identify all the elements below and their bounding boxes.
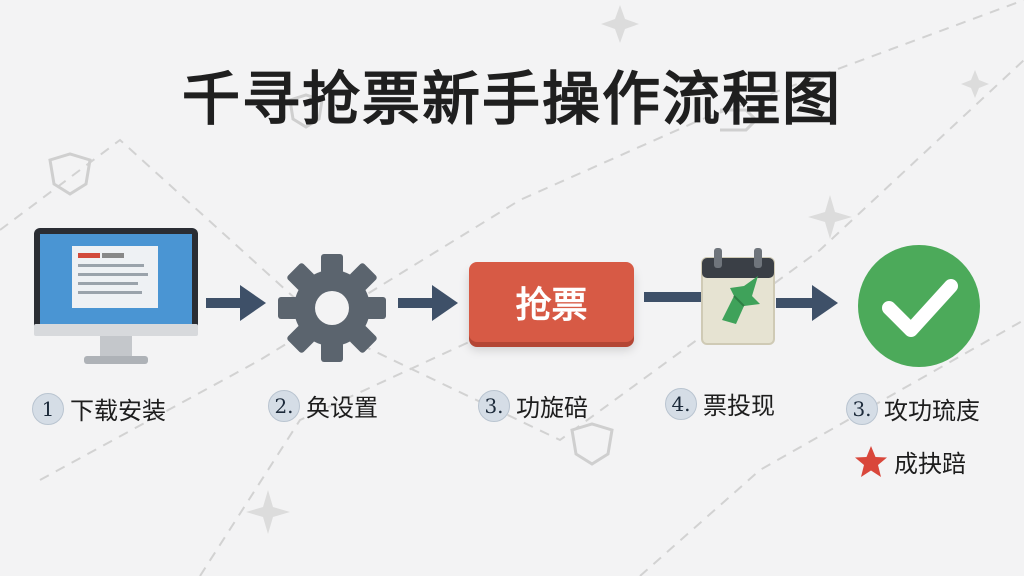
monitor-icon [34, 228, 198, 364]
step-text: 下载安装 [70, 397, 166, 425]
step-number-badge: 1 [32, 392, 64, 425]
star-icon [855, 445, 887, 477]
flow-arrow-2 [398, 285, 458, 321]
step-number-badge: 2. [268, 389, 300, 422]
page-title: 千寻抢票新手操作流程图 [181, 65, 842, 133]
step-text: 奂设置 [306, 394, 378, 422]
flow-arrow-3 [644, 292, 702, 302]
flow-arrow-1 [206, 285, 266, 321]
step-text: 攻功琉庋 [884, 397, 980, 425]
calendar-icon [701, 248, 775, 345]
step-number-badge: 4. [665, 387, 697, 420]
check-icon [858, 245, 980, 367]
success-note-text: 成抉踣 [894, 450, 966, 478]
step-text: 票投现 [703, 392, 775, 420]
step-number-badge: 3. [846, 392, 878, 425]
gear-icon [278, 254, 386, 362]
step-number-badge: 3. [478, 389, 510, 422]
grab-ticket-button[interactable]: 抢票 [469, 262, 634, 342]
flow-arrow-4 [776, 285, 838, 321]
step-label-4: 4. 票投现 [665, 386, 775, 421]
success-note: 成抉踣 [854, 444, 966, 479]
step-text: 功旋碚 [516, 394, 588, 422]
step-label-1: 1 下载安装 [32, 391, 166, 426]
step-label-5: 3. 攻功琉庋 [846, 391, 980, 426]
step-label-2: 2. 奂设置 [268, 388, 378, 423]
step-label-3: 3. 功旋碚 [478, 388, 588, 423]
